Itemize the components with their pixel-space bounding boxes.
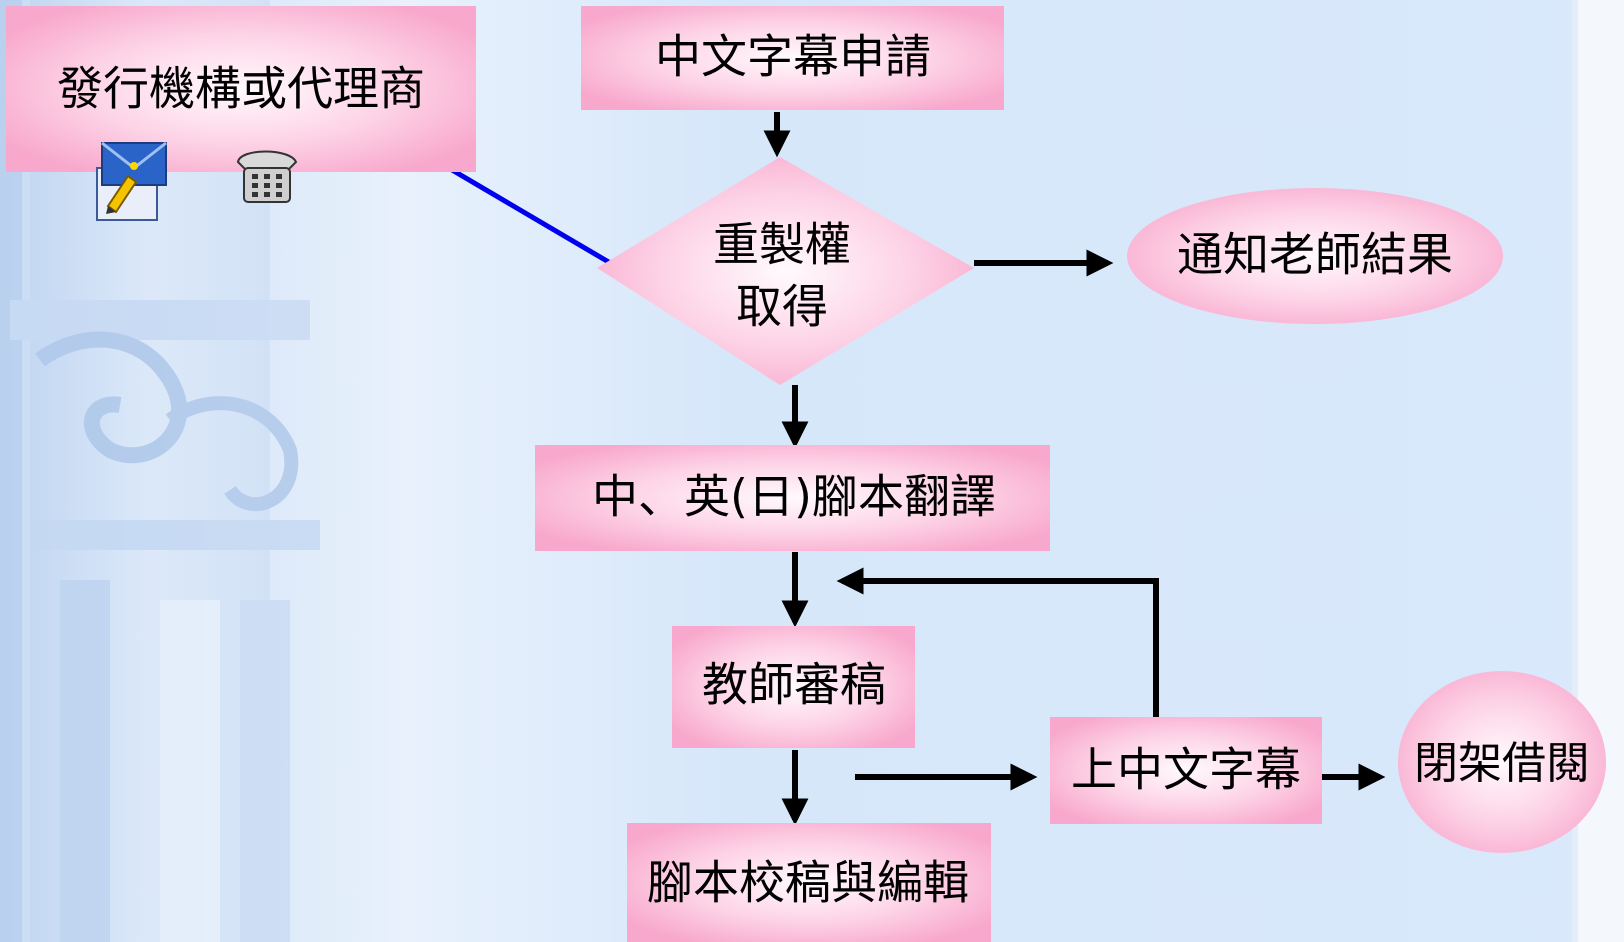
node-review: 教師審稿 bbox=[672, 626, 915, 748]
mail-write-icon bbox=[96, 141, 167, 221]
node-translate-label: 中、英(日)腳本翻譯 bbox=[592, 470, 996, 524]
telephone-icon bbox=[236, 150, 298, 203]
connectors bbox=[428, 112, 1386, 826]
node-rights-label-line2: 取得 bbox=[736, 280, 828, 334]
node-notify: 通知老師結果 bbox=[1127, 188, 1503, 324]
node-rights: 重製權 取得 bbox=[597, 157, 974, 385]
decorative-column bbox=[0, 0, 320, 942]
node-translate: 中、英(日)腳本翻譯 bbox=[535, 445, 1050, 551]
node-add-subtitle: 上中文字幕 bbox=[1050, 717, 1322, 824]
link-agency-to-rights bbox=[428, 154, 614, 267]
node-notify-label: 通知老師結果 bbox=[1177, 228, 1453, 282]
node-subtitle-apply: 中文字幕申請 bbox=[581, 6, 1004, 110]
node-edit-label: 腳本校稿與編輯 bbox=[647, 856, 969, 910]
node-lending: 閉架借閱 bbox=[1398, 671, 1606, 853]
arrow-add-subtitle-back-to-review bbox=[836, 567, 1159, 717]
node-add-subtitle-label: 上中文字幕 bbox=[1071, 743, 1301, 797]
node-rights-label-line1: 重製權 bbox=[713, 218, 851, 272]
node-subtitle-apply-label: 中文字幕申請 bbox=[655, 30, 931, 84]
node-edit: 腳本校稿與編輯 bbox=[627, 823, 991, 942]
node-agency-label: 發行機構或代理商 bbox=[57, 62, 425, 116]
node-lending-label: 閉架借閱 bbox=[1414, 738, 1590, 789]
node-review-label: 教師審稿 bbox=[702, 658, 886, 712]
node-agency: 發行機構或代理商 bbox=[6, 6, 476, 172]
